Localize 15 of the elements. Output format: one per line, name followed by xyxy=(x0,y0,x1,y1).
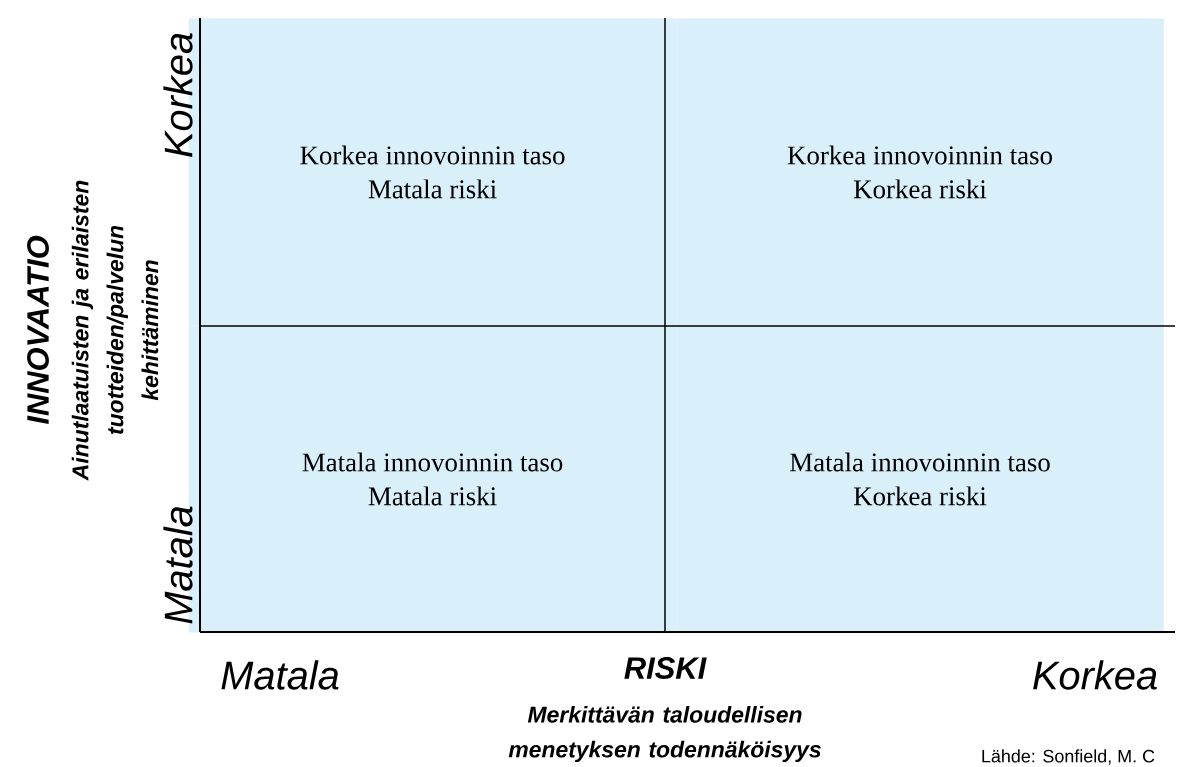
axis-title: INNOVAATIO xyxy=(27,235,49,425)
axis-title: RISKI xyxy=(624,657,707,679)
axis-subtitle: Merkittävän taloudellisen menetyksen todennäköisyys xyxy=(508,705,821,763)
node-label: Korkea riski xyxy=(853,179,987,199)
node-label: Matala riski xyxy=(368,486,497,506)
quadrant-box: Matala innovoinnin taso Korkea riski xyxy=(676,325,1164,633)
node-label: Korkea innovoinnin taso xyxy=(300,145,565,165)
node-label: Matala innovoinnin taso xyxy=(790,452,1050,472)
node-label: Korkea riski xyxy=(853,486,987,506)
source-note: Lähde: Sonfield, M. C xyxy=(982,749,1155,765)
axis-subtitle: Ainutlaatuisten ja erilaisten tuotteiden/palvelun kehittäminen xyxy=(71,180,159,481)
node-label: Korkea innovoinnin taso xyxy=(787,145,1052,165)
node-label: Matala riski xyxy=(368,179,497,199)
node-label: Matala innovoinnin taso xyxy=(302,452,563,472)
quadrant-box: Korkea innovoinnin taso Korkea riski xyxy=(676,18,1164,326)
